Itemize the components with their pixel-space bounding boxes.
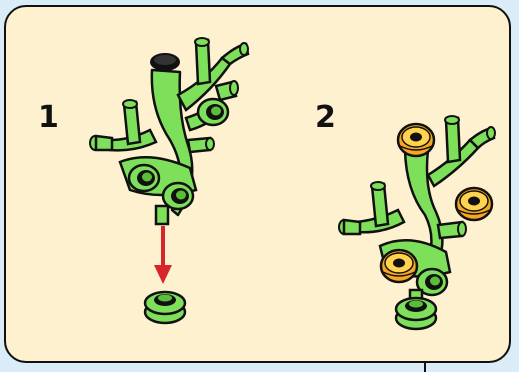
tree-branch-piece-step2 [338, 115, 496, 282]
red-down-arrow [154, 226, 172, 284]
green-round-plate-step2 [394, 288, 438, 331]
step-number-2: 2 [315, 100, 336, 135]
orange-flower-stud-right [454, 186, 494, 222]
panel-divider-tick [424, 362, 426, 372]
green-round-plate-step1 [143, 290, 187, 325]
tree-branch-piece-step1 [89, 37, 250, 226]
orange-flower-stud-top [396, 122, 436, 158]
orange-flower-stud-lower-left [379, 248, 419, 284]
step-number-1: 1 [38, 100, 59, 135]
